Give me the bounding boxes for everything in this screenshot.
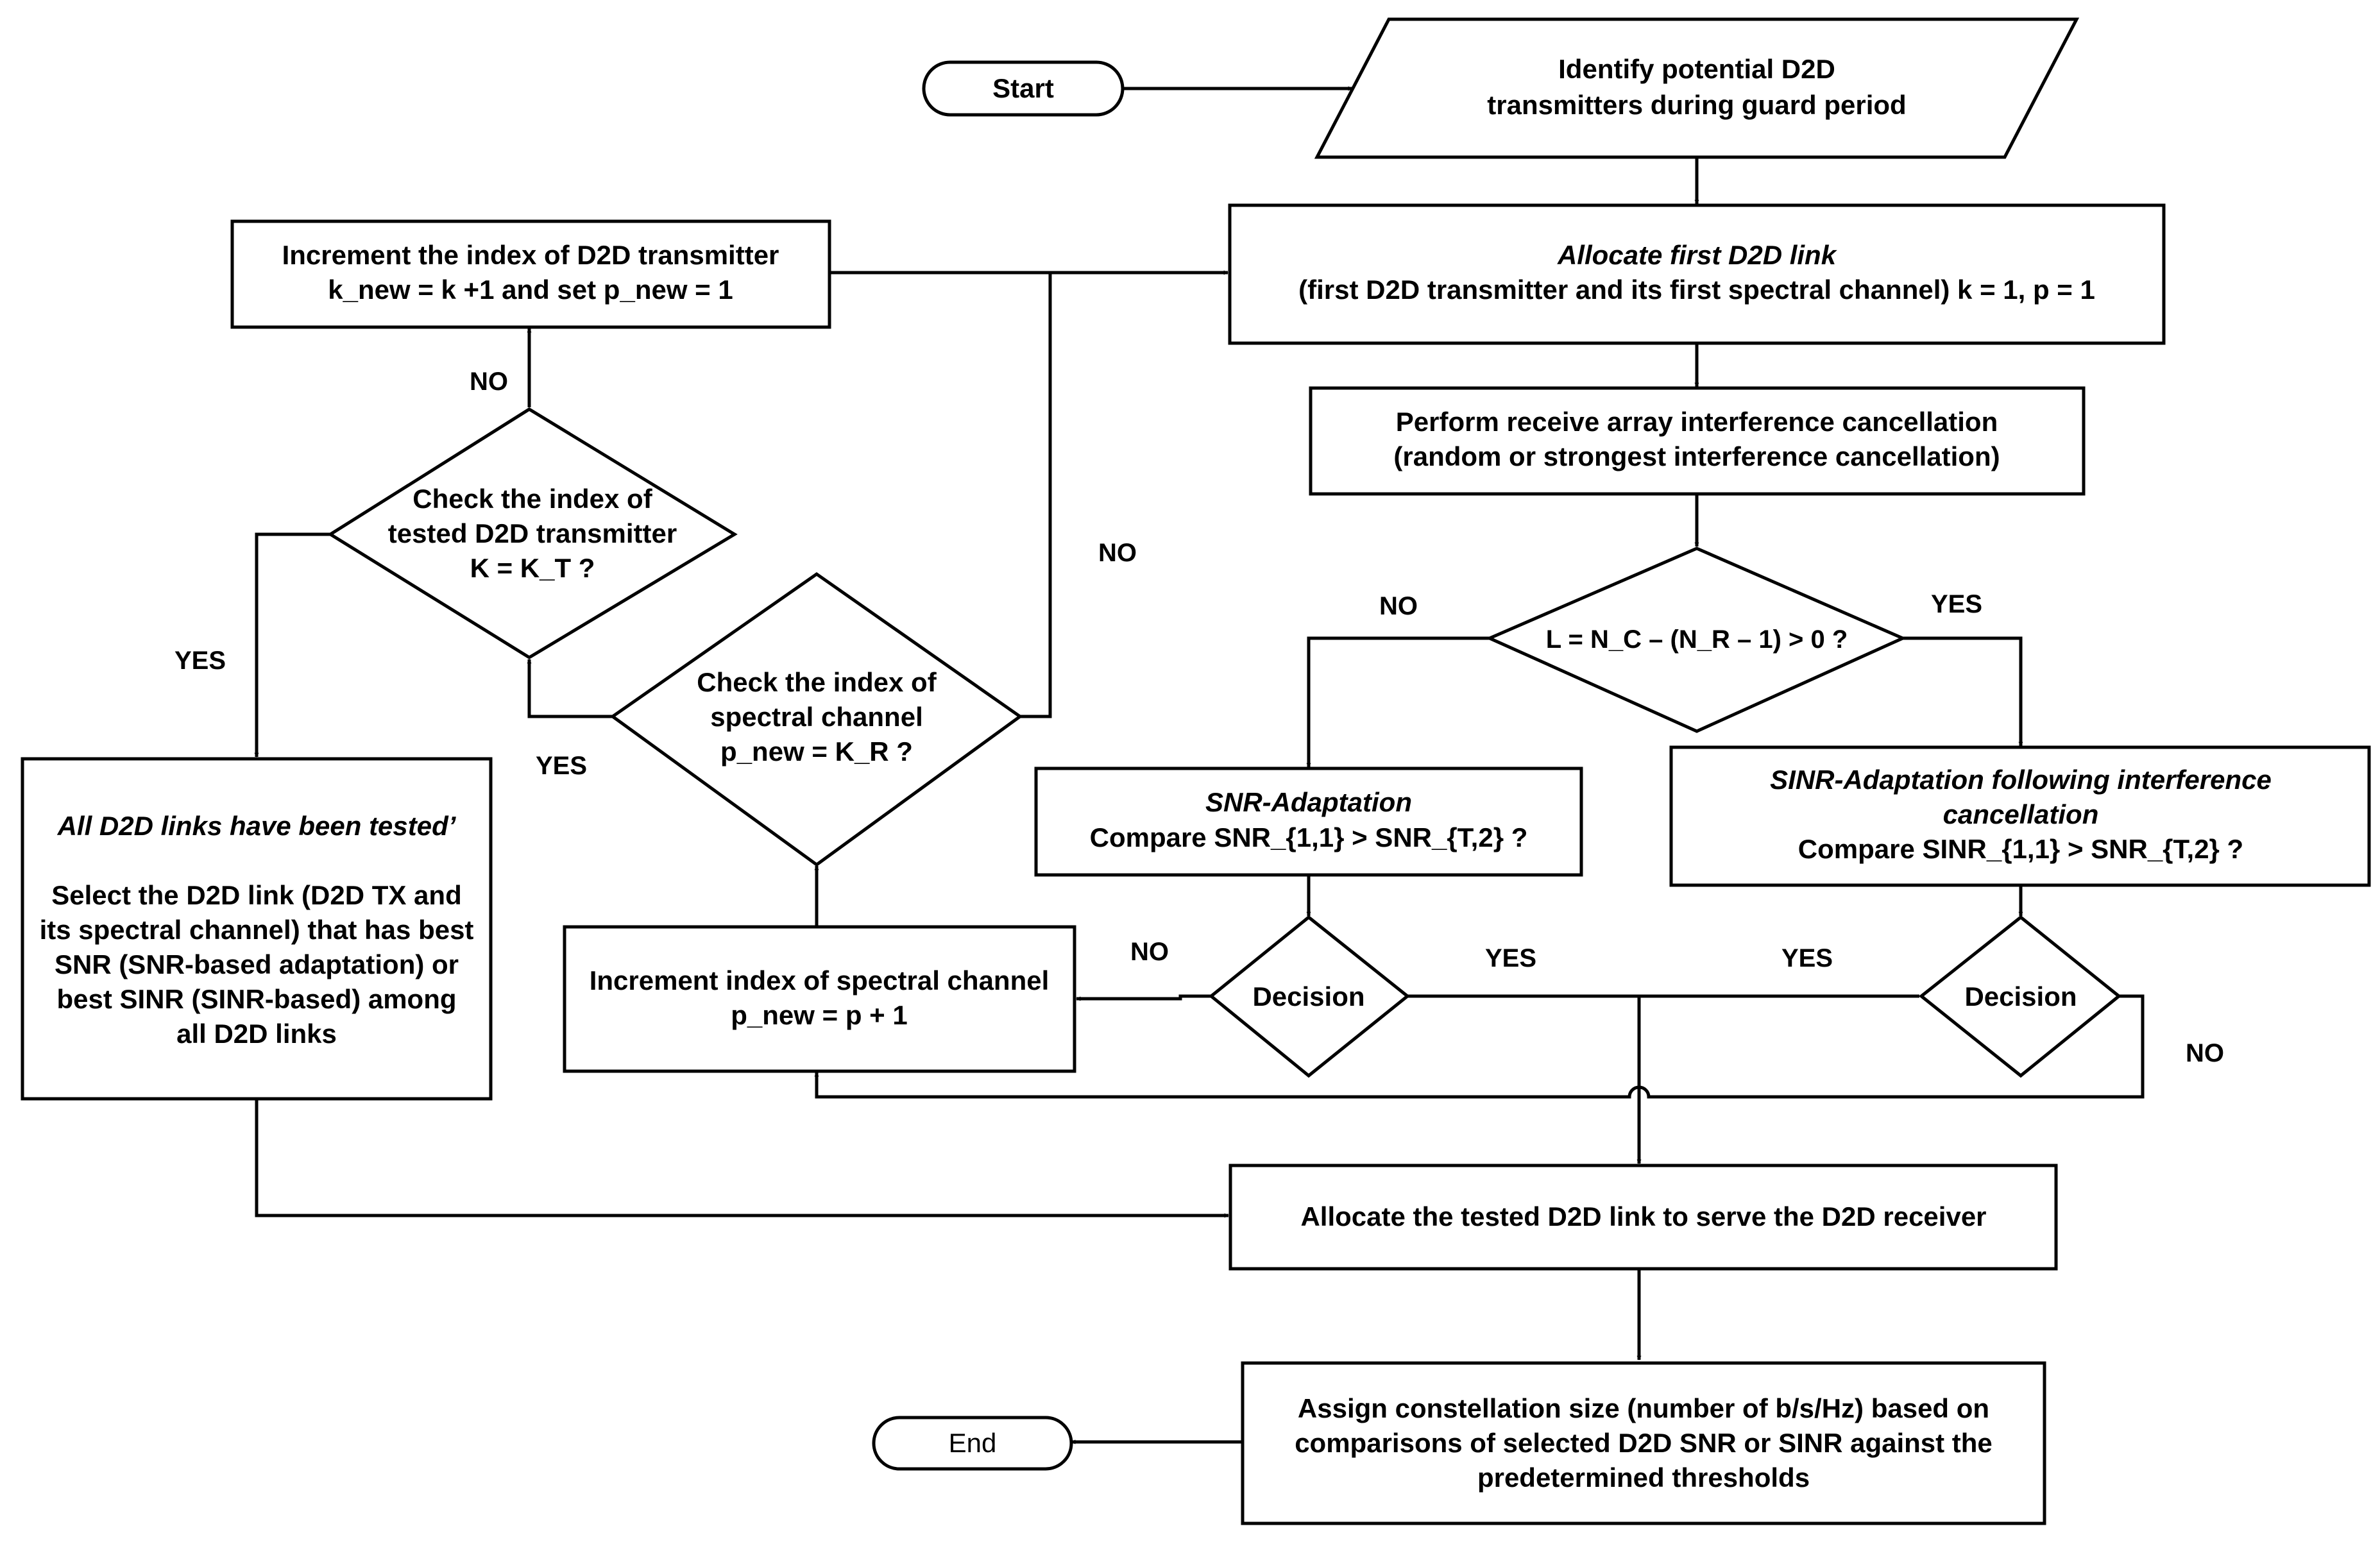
assign-line-3: predetermined thresholds [1477, 1462, 1810, 1493]
node-allocate-tested: Allocate the tested D2D link to serve th… [1228, 1164, 2058, 1271]
node-increment-tx: Increment the index of D2D transmitter k… [230, 219, 831, 329]
label-l-no: NO [1379, 592, 1418, 620]
edge-alltested-allocate [255, 1098, 1229, 1218]
perform-line-2: (random or strongest interference cancel… [1393, 441, 2000, 471]
label-decision-right-no: NO [2186, 1039, 2224, 1067]
snr-body: Compare SNR_{1,1} > SNR_{T,2} ? [1090, 822, 1528, 852]
edge-labels: NO YES NO YES YES NO NO YES NO YES [174, 368, 2224, 1067]
node-end: End [872, 1416, 1073, 1471]
allocate-tested-label: Allocate the tested D2D link to serve th… [1300, 1201, 1986, 1232]
check-tx-line-3: K = K_T ? [470, 553, 595, 583]
sinr-title-line-2: cancellation [1943, 799, 2099, 829]
assign-line-2: comparisons of selected D2D SNR or SINR … [1295, 1428, 1993, 1458]
check-channel-line-1: Check the index of [697, 667, 937, 697]
sinr-body: Compare SINR_{1,1} > SNR_{T,2} ? [1798, 834, 2243, 864]
node-check-l: L = N_C – (N_R – 1) > 0 ? [1485, 546, 1907, 733]
node-check-tx: Check the index of tested D2D transmitte… [327, 407, 738, 659]
edge-checktx-yes [254, 532, 330, 758]
check-tx-line-1: Check the index of [412, 484, 652, 514]
edge-lcheck-snr [1306, 636, 1490, 768]
all-tested-title: All D2D links have been tested’ [57, 811, 457, 841]
node-all-tested: All D2D links have been tested’ Select t… [21, 757, 493, 1101]
identify-line-1: Identify potential D2D [1558, 54, 1835, 84]
increment-tx-line-1: Increment the index of D2D transmitter [282, 240, 779, 270]
edge-decision-right-no [814, 994, 2145, 1099]
perform-line-1: Perform receive array interference cance… [1396, 407, 1998, 437]
node-check-channel: Check the index of spectral channel p_ne… [609, 572, 1023, 867]
allocate-first-body: (first D2D transmitter and its first spe… [1298, 275, 2095, 305]
identify-line-2: transmitters during guard period [1487, 90, 1906, 120]
edge-checkchannel-yes [527, 659, 613, 718]
node-identify: Identify potential D2D transmitters duri… [1314, 17, 2080, 159]
check-l-label: L = N_C – (N_R – 1) > 0 ? [1546, 625, 1848, 654]
all-tested-line-4: best SINR (SINR-based) among [56, 984, 456, 1014]
all-tested-line-3: SNR (SNR-based adaptation) or [55, 949, 459, 979]
all-tested-line-2: its spectral channel) that has best [40, 915, 474, 945]
label-decision-right-yes: YES [1781, 944, 1833, 972]
check-channel-line-3: p_new = K_R ? [720, 736, 913, 767]
snr-title: SNR-Adaptation [1205, 787, 1412, 817]
connectors [254, 86, 2145, 1445]
label-l-yes: YES [1931, 590, 1982, 618]
increment-channel-line-2: p_new = p + 1 [731, 1000, 907, 1030]
allocate-first-title: Allocate first D2D link [1557, 240, 1838, 270]
label-channel-no: NO [1098, 539, 1137, 567]
label-decision-left-yes: YES [1485, 944, 1536, 972]
node-assign: Assign constellation size (number of b/s… [1241, 1361, 2046, 1525]
node-decision-left: Decision [1209, 915, 1410, 1078]
label-channel-yes: YES [536, 752, 587, 780]
end-label: End [949, 1428, 997, 1458]
decision-right-label: Decision [1964, 981, 2077, 1012]
label-tx-no: NO [470, 368, 508, 396]
label-tx-yes: YES [174, 647, 226, 675]
edge-decision-left-no [1076, 994, 1211, 1001]
edge-checkchannel-no [1020, 270, 1228, 718]
all-tested-line-1: Select the D2D link (D2D TX and [51, 880, 461, 910]
node-start: Start [922, 60, 1125, 117]
start-label: Start [992, 73, 1054, 103]
sinr-title-line-1: SINR-Adaptation following interference [1770, 765, 2272, 795]
increment-tx-line-2: k_new = k +1 and set p_new = 1 [328, 275, 733, 305]
node-sinr: SINR-Adaptation following interference c… [1669, 745, 2371, 887]
decision-left-label: Decision [1252, 981, 1364, 1012]
node-snr: SNR-Adaptation Compare SNR_{1,1} > SNR_{… [1034, 767, 1583, 877]
increment-channel-line-1: Increment index of spectral channel [590, 965, 1050, 996]
node-decision-right: Decision [1918, 915, 2121, 1078]
node-increment-channel: Increment index of spectral channel p_ne… [563, 925, 1076, 1073]
assign-line-1: Assign constellation size (number of b/s… [1298, 1393, 1989, 1423]
node-perform: Perform receive array interference cance… [1309, 386, 2086, 496]
label-decision-left-no: NO [1130, 938, 1169, 966]
check-tx-line-2: tested D2D transmitter [388, 518, 677, 548]
edge-lcheck-sinr [1903, 636, 2023, 747]
check-channel-line-2: spectral channel [710, 702, 922, 732]
all-tested-line-5: all D2D links [176, 1019, 337, 1049]
node-allocate-first: Allocate first D2D link (first D2D trans… [1228, 203, 2166, 345]
